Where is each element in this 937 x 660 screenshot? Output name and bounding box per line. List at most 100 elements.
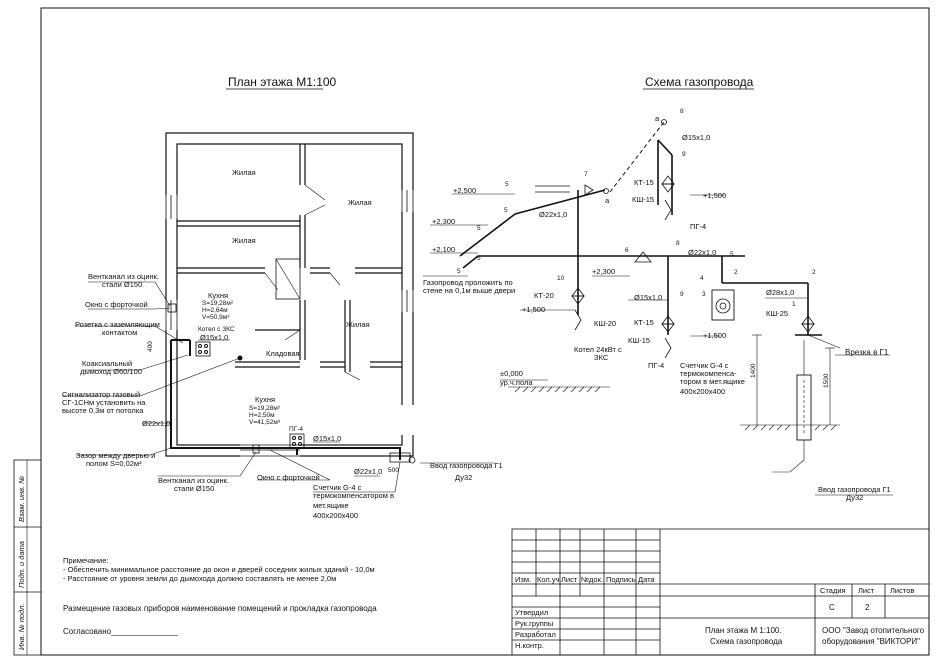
label-boiler-2: ЗКС — [594, 353, 609, 362]
callout-meter-3: мет.ящике — [313, 501, 349, 510]
col-izm: Изм. — [515, 575, 531, 584]
role-norm-control: Н.контр. — [515, 641, 544, 650]
label-lvl1500-left: +1,500 — [522, 305, 545, 314]
label-p28: Ø28х1,0 — [766, 288, 794, 297]
company-1: ООО "Завод отопительного — [822, 626, 925, 635]
callout-coax-2: дымоход Ø60/100 — [80, 367, 142, 376]
callout-inlet-1: Ввод газопровода Г1 — [430, 461, 503, 470]
node-9a: 9 — [682, 151, 686, 158]
role-approved: Утвердил — [515, 608, 548, 617]
node-5a: 5 — [505, 181, 509, 188]
room-living-2: Жилая — [348, 198, 372, 207]
dim-1500: 1500 — [823, 373, 830, 388]
label-kt15-mid: КТ-15 — [634, 318, 654, 327]
node-10: 10 — [557, 275, 565, 282]
svg-text:Кухня: Кухня — [208, 291, 228, 300]
notes: Примечание: - Обеспечить минимальное рас… — [63, 556, 377, 636]
node-2a: 2 — [734, 269, 738, 276]
callout-signal-1: Сигнализатор газовый — [62, 390, 140, 399]
sheets-header: Листов — [890, 586, 914, 595]
notes-approved: Согласовано_______________ — [63, 627, 178, 636]
label-ksh15-top: КШ-15 — [632, 195, 654, 204]
label-inlet-2: Ду32 — [846, 493, 863, 502]
notes-line-2: - Расстояние от уровня земли до дымохода… — [63, 574, 336, 583]
callout-signal-3: высоте 0,3м от потолка — [62, 406, 144, 415]
room-kitchen-2: Кухня S=19,28м² H=2,50м V=41,52м³ — [249, 395, 281, 426]
dim-1400: 1400 — [750, 363, 757, 378]
callout-signal-2: СГ-1СНм установить на — [62, 398, 146, 407]
node-6: 6 — [625, 247, 629, 254]
gas-scheme-title: Схема газопровода — [645, 75, 754, 89]
stamp-replace-inv: Взам. инв. № — [17, 476, 26, 522]
label-ksh25: КШ-25 — [766, 309, 788, 318]
notes-placement: Размещение газовых приборов наименование… — [63, 604, 377, 613]
company-2: оборудования "ВИКТОРИ" — [822, 637, 920, 646]
label-a1: а — [655, 114, 660, 123]
floor-plan-title: План этажа М1:100 — [228, 75, 337, 89]
title-block — [511, 528, 930, 656]
stamp-sign-date: Подп. и дата — [17, 541, 26, 588]
dim-500: 500 — [388, 467, 399, 474]
room-kitchen-1: Кухня S=19,28м² H=2,64м V=50,9м³ — [202, 291, 234, 321]
col-date: Дата — [638, 575, 655, 584]
callout-coax-1: Коаксиальный — [82, 359, 132, 368]
svg-text:V=50,9м³: V=50,9м³ — [202, 314, 230, 321]
callout-vent-top-2: стали Ø150 — [102, 280, 142, 289]
side-stamp: Инв. № подл. Подп. и дата Взам. инв. № — [13, 459, 42, 656]
callout-pipe22b: Ø22х1,0 — [354, 467, 382, 476]
stamp-inv-orig: Инв. № подл. — [17, 603, 26, 650]
label-pg4-top: ПГ-4 — [690, 222, 706, 231]
role-group-lead: Рук.группы — [515, 619, 553, 628]
drawing-title-2: Схема газопровода — [710, 637, 783, 646]
room-pantry: Кладовая — [266, 349, 300, 358]
callout-socket-2: контактом — [102, 328, 137, 337]
node-5b: 5 — [504, 207, 508, 214]
label-ksh15-mid: КШ-15 — [628, 336, 650, 345]
label-lvl2300a: +2,300 — [432, 217, 455, 226]
node-8a: 8 — [680, 108, 684, 115]
label-kt20: КТ-20 — [534, 291, 554, 300]
callout-meter-4: 400х200х400 — [313, 511, 358, 520]
node-8b: 8 — [676, 240, 680, 247]
plan-gas-pipe — [170, 339, 401, 460]
label-lvl2500: +2,500 — [453, 186, 476, 195]
svg-text:S=19,28м²: S=19,28м² — [249, 405, 281, 412]
label-kt15-top: КТ-15 — [634, 178, 654, 187]
callout-meter-1: Счетчик G-4 с — [313, 483, 362, 492]
label-boiler-1: Котел 24кВт с — [574, 345, 622, 354]
label-meter-2: термокомпенса- — [680, 369, 737, 378]
node-4: 4 — [700, 275, 704, 282]
col-ndok: №док. — [581, 575, 603, 584]
gas-scheme: 8 9 5 7 5 5 5 5 6 8 10 9 4 3 5 2 2 1 а а… — [423, 108, 893, 502]
callout-pipe15-top: Ø15х1,0 — [200, 333, 228, 342]
node-3: 3 — [702, 291, 706, 298]
col-list: Лист — [561, 575, 578, 584]
node-2b: 2 — [812, 269, 816, 276]
room-living-4: Жилая — [346, 320, 370, 329]
label-lvl1500-mid: +1,500 — [703, 331, 726, 340]
node-1: 1 — [792, 301, 796, 308]
scheme-floor — [508, 334, 841, 473]
scheme-node-numbers: 8 9 5 7 5 5 5 5 6 8 10 9 4 3 5 2 2 1 — [457, 108, 816, 308]
sheet-value: 2 — [865, 603, 870, 612]
label-meter-1: Счетчик G-4 с — [680, 361, 729, 370]
floor-plan: Жилая Жилая Жилая Жилая Кладовая Кухня S… — [62, 132, 503, 520]
svg-text:H=2,50м: H=2,50м — [249, 412, 275, 419]
callout-inlet-2: Ду32 — [455, 473, 472, 482]
dim-400: 400 — [147, 341, 154, 352]
callout-vent-top-1: Вентканал из оцинк. — [88, 272, 159, 281]
svg-text:V=41,52м³: V=41,52м³ — [249, 419, 281, 426]
label-p15-top: Ø15х1,0 — [682, 133, 710, 142]
sheet-header: Лист — [858, 586, 875, 595]
node-5f: 5 — [730, 251, 734, 258]
svg-text:H=2,64м: H=2,64м — [202, 307, 228, 314]
boiler-symbol — [195, 341, 211, 357]
notes-heading: Примечание: — [63, 556, 109, 565]
label-wall-note-2: стене на 0,1м выше двери — [423, 286, 515, 295]
node-5d: 5 — [477, 255, 481, 262]
col-kol: Кол.уч — [537, 575, 560, 584]
label-zero: ±0,000 — [500, 369, 523, 378]
label-a2: а — [605, 196, 610, 205]
